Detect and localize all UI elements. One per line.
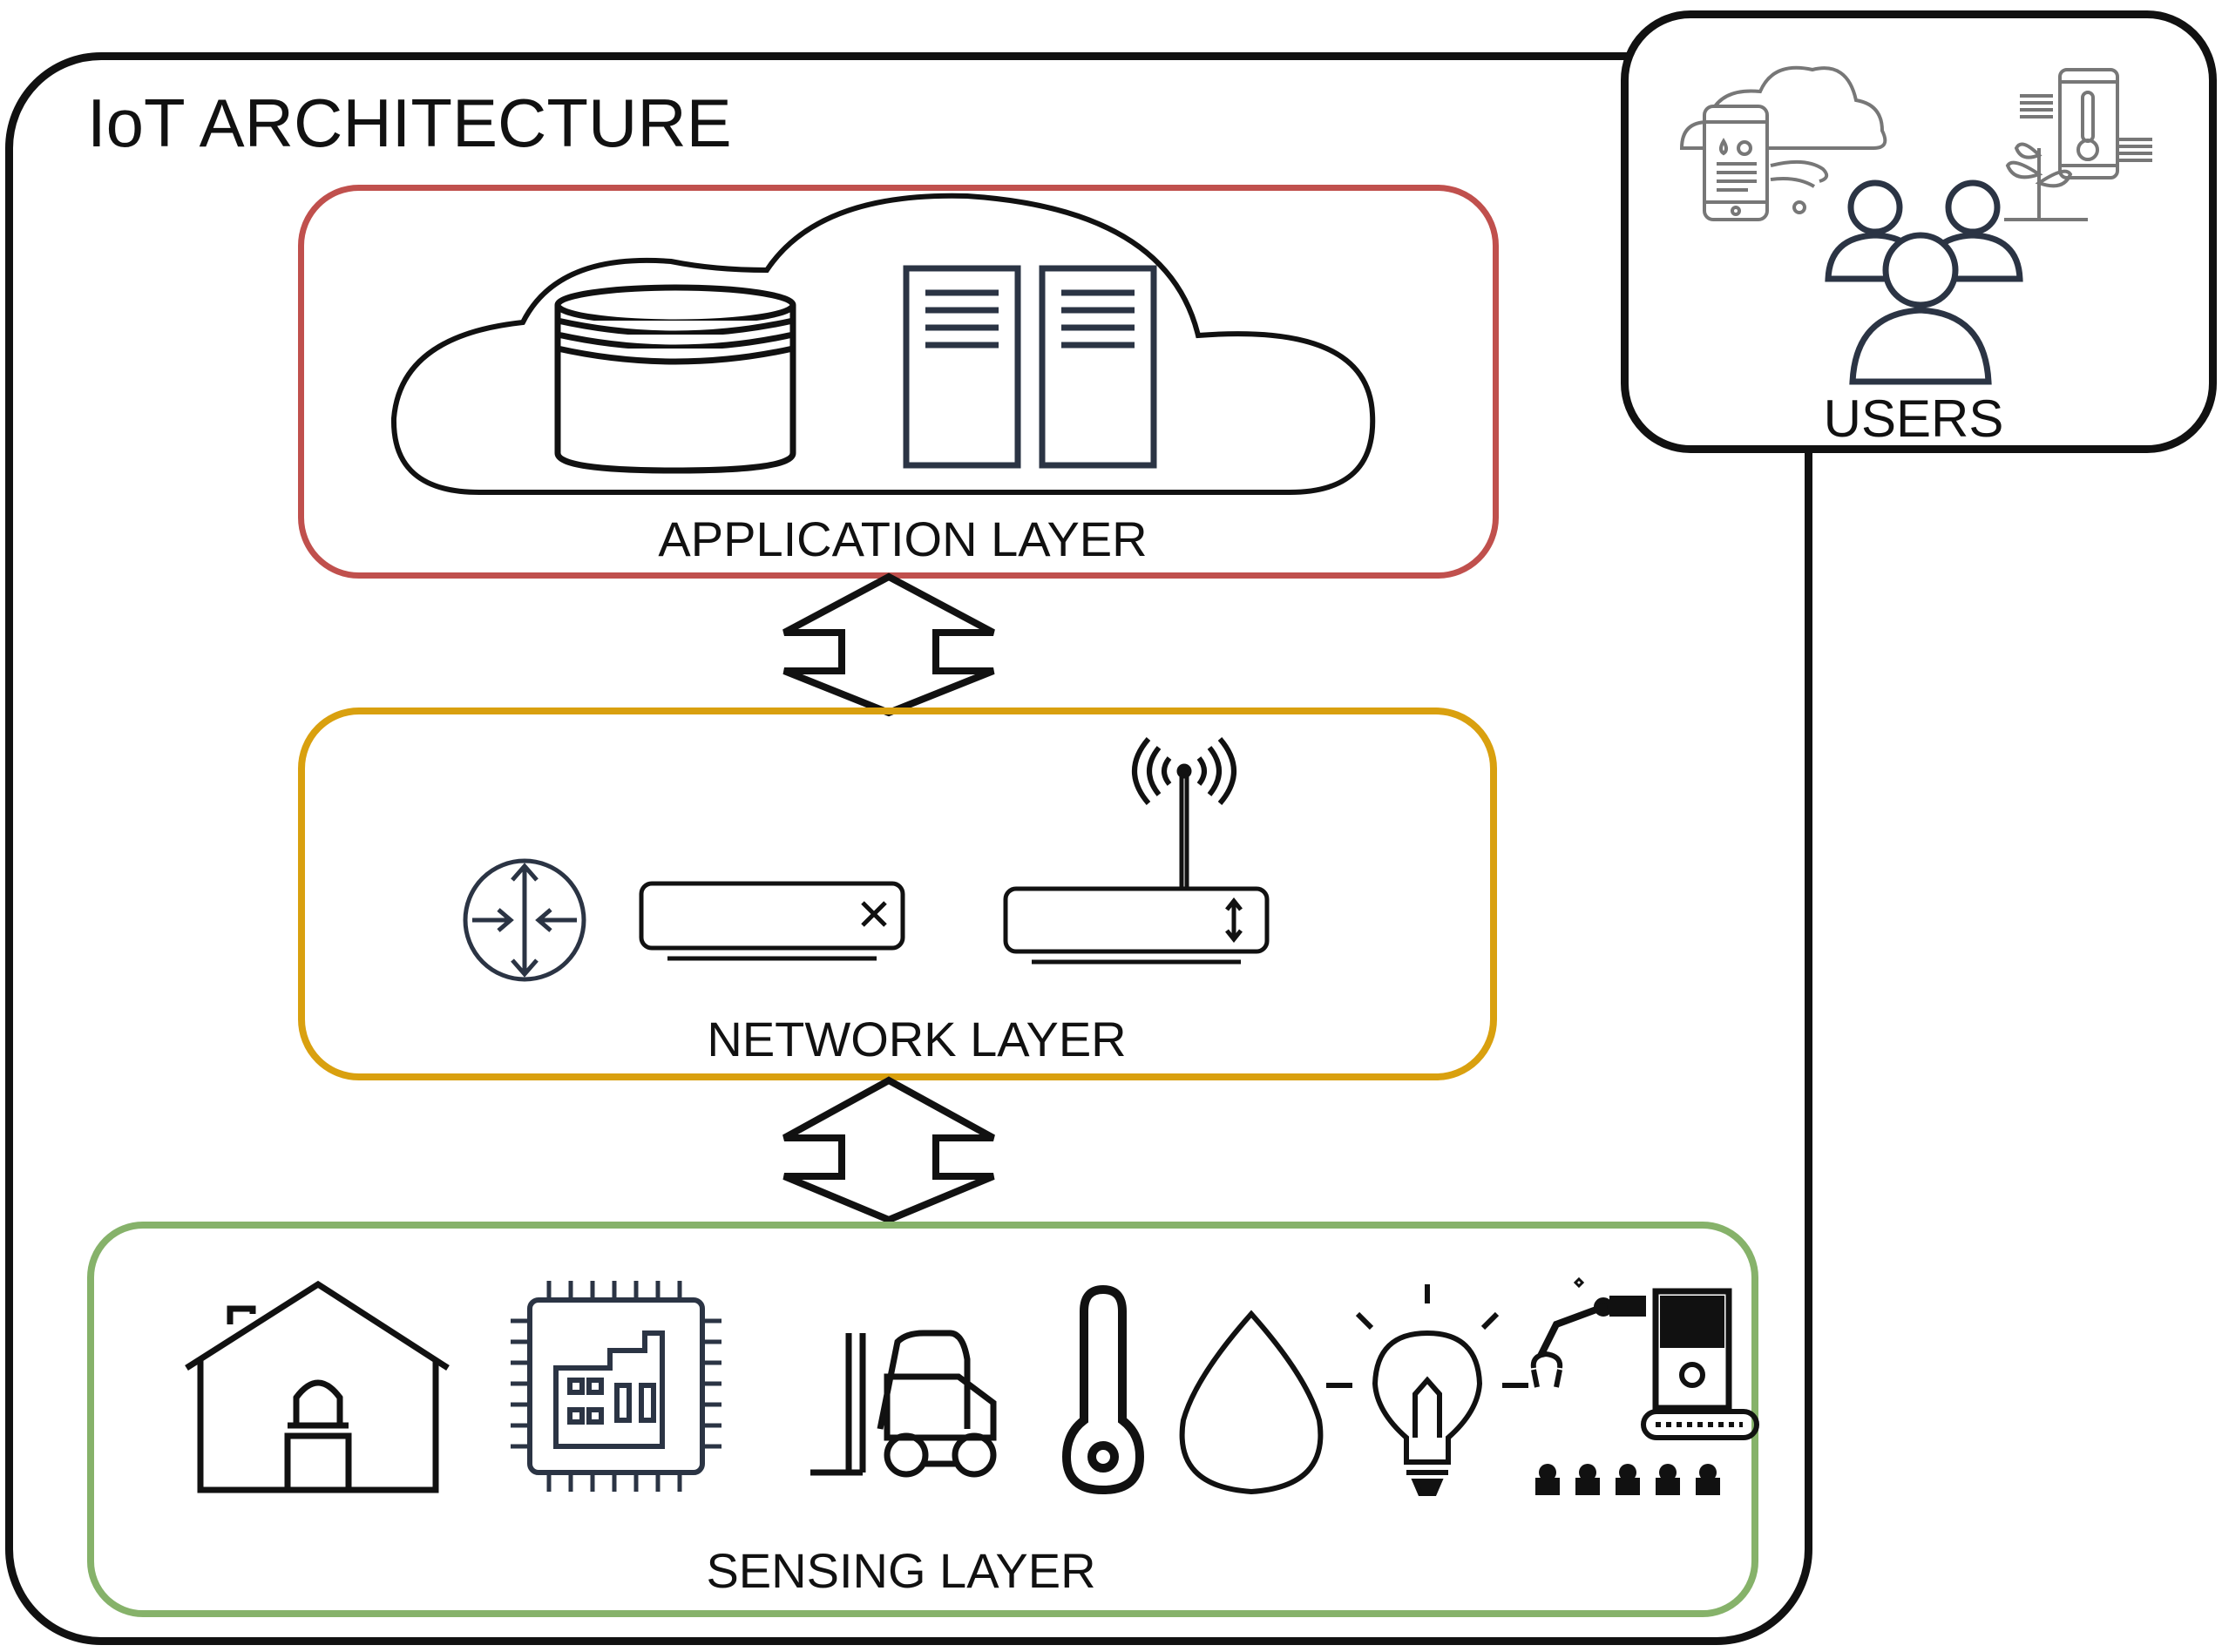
double-arrow-network-sensing: [782, 1076, 995, 1224]
user-group-icon: [1825, 179, 2023, 385]
users-illustration: [1679, 65, 2152, 385]
application-layer-box: [298, 185, 1499, 579]
wireless-access-point-icon: [1003, 737, 1270, 965]
thermometer-icon: [1061, 1284, 1145, 1495]
robotic-arm-icon: [1530, 1276, 1759, 1495]
architecture-frame: [5, 52, 1812, 1645]
database-icon: [554, 284, 796, 474]
factory-chip-icon: [511, 1281, 721, 1492]
network-layer-box: [298, 708, 1497, 1080]
users-label: USERS: [1823, 389, 2004, 448]
water-drop-icon: [1179, 1310, 1324, 1495]
server-rack-icon: [903, 265, 1157, 469]
mobile-weather-icon: [1703, 105, 1829, 221]
application-layer-label: APPLICATION LAYER: [658, 511, 1148, 566]
application-illustration: [390, 193, 1376, 495]
cloud-icon: [390, 193, 1376, 495]
light-bulb-icon: [1355, 1284, 1500, 1496]
sensing-layer-label: SENSING LAYER: [706, 1543, 1096, 1598]
thermometer-phone-icon: [2020, 68, 2152, 179]
network-illustration: [463, 737, 1270, 982]
diagram-title: IoT ARCHITECTURE: [87, 85, 732, 161]
double-arrow-app-network: [782, 572, 995, 717]
smart-home-icon: [185, 1280, 450, 1493]
router-icon: [463, 858, 586, 982]
plant-icon: [2004, 142, 2088, 221]
network-layer-label: NETWORK LAYER: [707, 1012, 1127, 1066]
sensing-illustration: [185, 1276, 1759, 1496]
switch-icon: [639, 881, 905, 961]
forklift-icon: [810, 1330, 997, 1478]
